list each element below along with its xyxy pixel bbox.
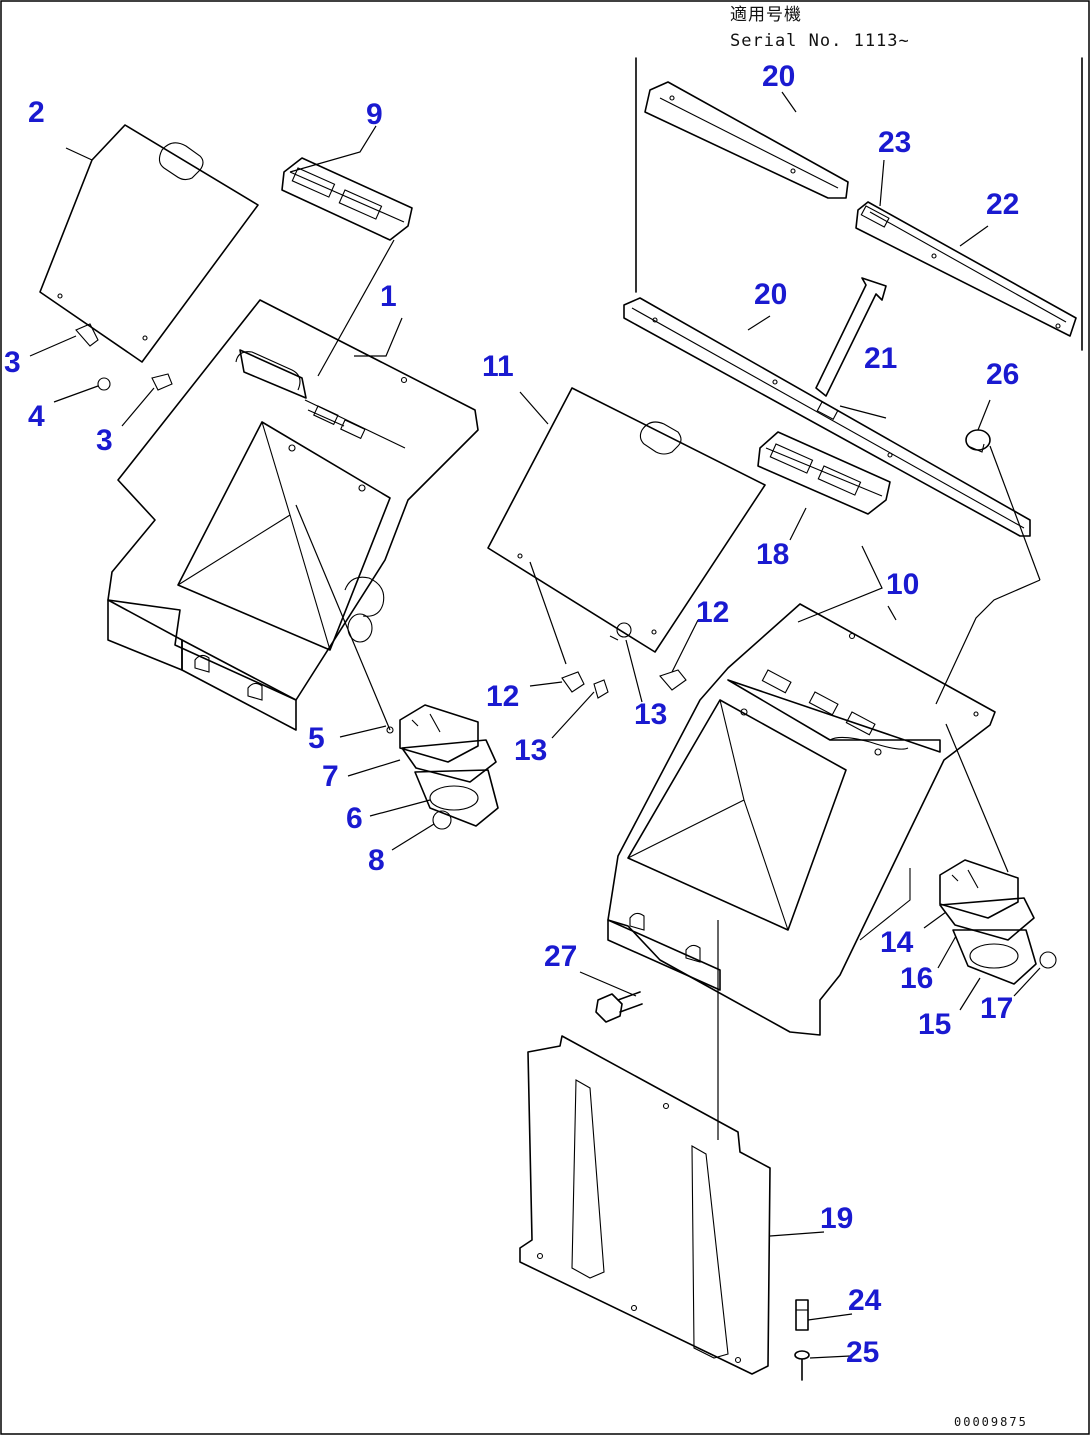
part-9-grille	[281, 157, 413, 241]
part-24-25-hardware	[794, 1299, 810, 1381]
part-2-cover-plate	[39, 124, 259, 363]
part-11-cover-plate	[487, 387, 766, 653]
callout-4: 4	[28, 400, 45, 433]
serial-number-label: Serial No. 1113~	[730, 31, 910, 51]
applicable-model-label: 適用号機	[730, 5, 802, 25]
serial-bracket	[635, 57, 1083, 351]
part-6-7-blower-assembly	[386, 704, 499, 830]
part-12-13-hardware	[561, 622, 687, 699]
callout-23: 23	[878, 126, 911, 159]
drawing-code: 00009875	[954, 1415, 1028, 1429]
callout-13: 13	[634, 698, 667, 731]
callout-22: 22	[986, 188, 1019, 221]
part-18-grille	[757, 431, 891, 515]
part-3-4-hardware	[75, 323, 173, 391]
callout-24: 24	[848, 1284, 882, 1317]
callout-8: 8	[368, 844, 385, 877]
callout-labels: 1 2 3 3 4 5 6 7 8 9 10 11 12 12 13 13 14…	[4, 60, 1019, 1369]
callout-3: 3	[4, 346, 21, 379]
part-20-rail-upper	[644, 81, 849, 199]
part-20-rail-lower	[623, 297, 1031, 537]
part-19-lower-panel	[519, 1035, 771, 1375]
callout-21: 21	[864, 342, 897, 375]
callout-13: 13	[514, 734, 547, 767]
callout-19: 19	[820, 1202, 853, 1235]
callout-10: 10	[886, 568, 919, 601]
callout-26: 26	[986, 358, 1019, 391]
callout-5: 5	[308, 722, 325, 755]
callout-14: 14	[880, 926, 914, 959]
callout-17: 17	[980, 992, 1013, 1025]
callout-11: 11	[482, 350, 514, 383]
callout-6: 6	[346, 802, 363, 835]
leader-lines	[29, 91, 1041, 1359]
callout-3: 3	[96, 424, 113, 457]
callout-27: 27	[544, 940, 577, 973]
part-1-console-body	[107, 299, 479, 731]
callout-25: 25	[846, 1336, 879, 1369]
callout-1: 1	[380, 280, 397, 313]
part-10-console-body	[607, 603, 996, 1036]
callout-20: 20	[754, 278, 787, 311]
part-22-rail	[855, 201, 1077, 337]
callout-16: 16	[900, 962, 933, 995]
assembly-arrow	[815, 277, 887, 397]
callout-9: 9	[366, 98, 383, 131]
part-26-knob	[965, 429, 991, 453]
callout-15: 15	[918, 1008, 951, 1041]
callout-18: 18	[756, 538, 789, 571]
callout-2: 2	[28, 96, 45, 129]
part-27-bolt	[595, 991, 643, 1023]
callout-12: 12	[486, 680, 519, 713]
part-14-16-blower-assembly	[939, 859, 1057, 985]
callout-12: 12	[696, 596, 729, 629]
callout-7: 7	[322, 760, 339, 793]
callout-20: 20	[762, 60, 795, 93]
